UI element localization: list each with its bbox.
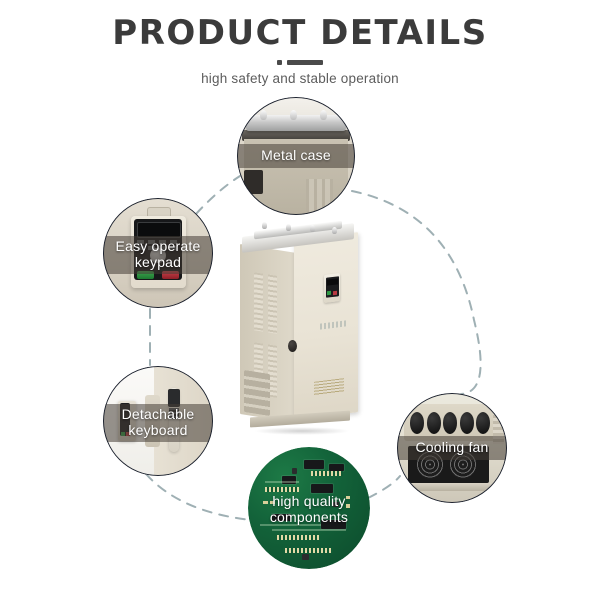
product-shadow bbox=[254, 427, 350, 435]
metalcase-shadow-block bbox=[244, 170, 263, 194]
pcb-pad-3 bbox=[345, 495, 351, 500]
pcb-pad-1 bbox=[262, 500, 268, 505]
callout-label-text: Metal case bbox=[261, 147, 331, 164]
pcb-pad-2 bbox=[269, 500, 275, 505]
callout-label-metal-case: Metal case bbox=[237, 144, 355, 168]
pcb-header-3 bbox=[277, 534, 319, 540]
metalcase-bracket bbox=[246, 109, 346, 132]
mount-bolt-1 bbox=[262, 222, 267, 229]
fan-cap-3 bbox=[443, 411, 458, 434]
pcb-ic-3 bbox=[282, 476, 296, 484]
fan-side-vents bbox=[492, 415, 504, 444]
callout-label-cooling-fan: Cooling fan bbox=[397, 436, 507, 460]
callout-label-text: Cooling fan bbox=[415, 439, 489, 456]
pcb-ic-2 bbox=[328, 464, 345, 472]
mount-bolt-4 bbox=[332, 227, 337, 234]
mount-bolt-2 bbox=[286, 224, 291, 231]
product-intake-grille bbox=[244, 369, 270, 417]
metalcase-bolt-1 bbox=[260, 109, 268, 120]
fan-base-plate bbox=[403, 483, 496, 491]
header: PRODUCT DETAILS high safety and stable o… bbox=[0, 13, 600, 86]
page-subtitle: high safety and stable operation bbox=[201, 70, 399, 86]
page-title: PRODUCT DETAILS bbox=[112, 13, 488, 53]
mount-bolt-3 bbox=[310, 225, 315, 232]
pcb-header-4 bbox=[284, 548, 334, 554]
pcb-capacitor-3 bbox=[301, 554, 309, 561]
pcb-ic-1 bbox=[304, 460, 324, 469]
fan-cap-2 bbox=[426, 411, 441, 434]
pcb-capacitor-1 bbox=[291, 467, 297, 474]
pcb-trace-2 bbox=[272, 528, 346, 531]
side-vent-2 bbox=[268, 274, 277, 334]
pcb-ic-4 bbox=[311, 483, 334, 494]
metalcase-bolt-2 bbox=[290, 109, 298, 120]
side-vent-1 bbox=[254, 272, 263, 332]
metalcase-top-edge bbox=[241, 130, 351, 141]
fan-cap-4 bbox=[459, 411, 474, 434]
keypad-stop-button bbox=[162, 270, 179, 280]
metalcase-bolt-3 bbox=[319, 109, 327, 120]
connector-metalcase-to-coolingfan bbox=[351, 190, 482, 395]
pcb-header-2 bbox=[311, 471, 344, 477]
pcb-header-1 bbox=[265, 487, 300, 493]
pcb-capacitor-2 bbox=[333, 501, 340, 507]
fan-cap-1 bbox=[410, 411, 425, 434]
divider-dot bbox=[277, 60, 282, 66]
keyboard-connector-head bbox=[167, 389, 180, 407]
product-door-latch bbox=[288, 340, 297, 352]
divider-bar bbox=[287, 60, 323, 66]
callout-cooling-fan[interactable]: Cooling fan bbox=[397, 393, 507, 503]
connector-keyboard-to-components bbox=[145, 473, 252, 521]
metalcase-vent-slots bbox=[306, 178, 334, 212]
pcb-trace-1 bbox=[260, 523, 322, 526]
connector-components-to-coolingfan bbox=[367, 475, 401, 499]
keypad-run-button bbox=[137, 270, 154, 280]
pcb-pad-4 bbox=[345, 504, 351, 508]
product-run-button bbox=[326, 290, 331, 296]
photo-pcb bbox=[248, 447, 370, 569]
title-divider bbox=[0, 59, 600, 67]
fan-cap-5 bbox=[476, 411, 491, 434]
callout-metal-case[interactable]: Metal case bbox=[237, 97, 355, 215]
pcb-ic-6 bbox=[321, 520, 346, 529]
product-image bbox=[236, 220, 366, 437]
product-stop-button bbox=[333, 290, 337, 296]
product-keypad-display bbox=[326, 278, 338, 286]
pcb-trace-3 bbox=[265, 481, 300, 483]
pcb-ic-5 bbox=[272, 514, 291, 522]
